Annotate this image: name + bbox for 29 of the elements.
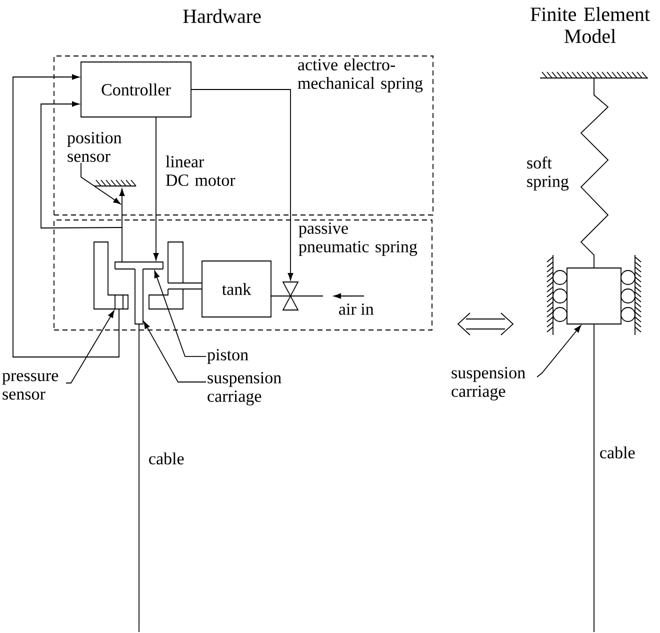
annotation: soft spring (527, 156, 569, 191)
annotation: cable (600, 446, 635, 458)
annotation: cable (149, 452, 184, 464)
leader-line (144, 321, 206, 382)
process-box: Controller (80, 62, 192, 118)
heading: Finite Element Model (530, 6, 650, 44)
leader-line (154, 270, 206, 357)
piston-bar (114, 262, 164, 270)
tank-box: tank (202, 260, 272, 318)
leader-line (66, 310, 114, 384)
arrow (12, 74, 120, 358)
mass-block (566, 268, 622, 324)
callout-label: piston (207, 349, 248, 364)
callout-label: position sensor (67, 132, 122, 162)
annotation: air in (339, 303, 374, 315)
leader-line (80, 162, 121, 204)
callout-label: suspension carriage (452, 367, 526, 400)
sensor-block (114, 294, 124, 310)
arrow (153, 116, 159, 260)
carriage-stem (134, 268, 144, 324)
arrow (40, 101, 122, 228)
edge-label: linear DC motor (166, 155, 236, 186)
arrow (190, 89, 294, 280)
leader-line (536, 325, 582, 378)
heading: Hardware (183, 8, 261, 24)
callout-label: suspension carriage (208, 372, 282, 406)
valve-symbol (282, 282, 299, 310)
callout-label: pressure sensor (2, 373, 58, 400)
sensor-rod (119, 188, 125, 262)
